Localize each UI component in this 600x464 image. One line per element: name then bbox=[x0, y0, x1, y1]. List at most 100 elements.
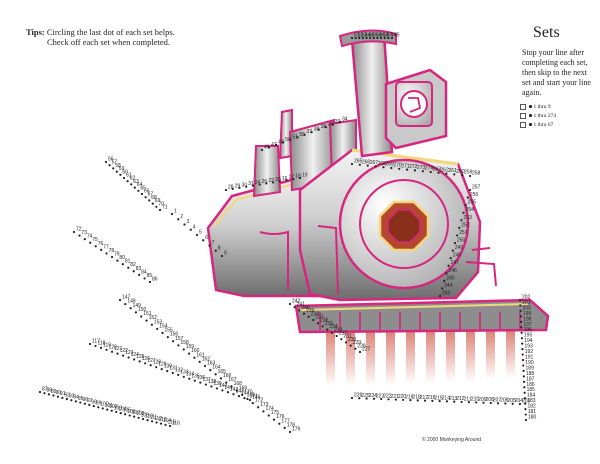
dot-marker[interactable] bbox=[317, 128, 320, 131]
dot-marker[interactable] bbox=[210, 385, 213, 388]
dot-marker[interactable] bbox=[521, 342, 524, 345]
dot-marker[interactable] bbox=[468, 174, 472, 178]
dot-marker[interactable] bbox=[129, 307, 132, 310]
dot-marker[interactable] bbox=[398, 167, 401, 170]
dot-marker[interactable] bbox=[374, 165, 377, 168]
dot-marker[interactable] bbox=[288, 430, 292, 434]
dot-marker[interactable] bbox=[447, 264, 450, 267]
dot-marker[interactable] bbox=[453, 241, 457, 245]
dot-marker[interactable] bbox=[523, 391, 526, 394]
dot-marker[interactable] bbox=[116, 259, 119, 262]
dot-marker[interactable] bbox=[140, 315, 143, 318]
dot-marker[interactable] bbox=[204, 383, 207, 386]
dot-marker[interactable] bbox=[47, 393, 51, 396]
dot-marker[interactable] bbox=[467, 401, 470, 404]
dot-marker[interactable] bbox=[523, 397, 527, 400]
dot-marker[interactable] bbox=[464, 204, 467, 207]
dot-marker[interactable] bbox=[445, 400, 449, 403]
dot-marker[interactable] bbox=[172, 340, 175, 343]
dot-marker[interactable] bbox=[142, 417, 145, 421]
dot-marker[interactable] bbox=[449, 257, 452, 260]
dot-marker[interactable] bbox=[361, 36, 365, 40]
dot-marker[interactable] bbox=[214, 249, 217, 252]
dot-marker[interactable] bbox=[127, 266, 130, 269]
dot-marker[interactable] bbox=[524, 407, 527, 411]
dot-marker[interactable] bbox=[124, 413, 127, 416]
dot-marker[interactable] bbox=[267, 146, 271, 149]
dot-marker[interactable] bbox=[338, 120, 342, 124]
dot-marker[interactable] bbox=[209, 369, 212, 372]
dot-marker[interactable] bbox=[330, 331, 334, 334]
dot-marker[interactable] bbox=[365, 397, 368, 400]
dot-marker[interactable] bbox=[115, 170, 118, 173]
checkbox-icon[interactable] bbox=[520, 121, 526, 128]
dot-marker[interactable] bbox=[372, 36, 375, 40]
dot-marker[interactable] bbox=[219, 377, 223, 380]
dot-marker[interactable] bbox=[119, 173, 122, 176]
dot-marker[interactable] bbox=[202, 239, 205, 242]
dot-marker[interactable] bbox=[278, 180, 281, 183]
dot-marker[interactable] bbox=[265, 182, 268, 185]
dot-marker[interactable] bbox=[519, 315, 522, 318]
dot-marker[interactable] bbox=[248, 398, 252, 402]
dot-marker[interactable] bbox=[349, 344, 352, 347]
dot-marker[interactable] bbox=[137, 189, 140, 192]
dot-marker[interactable] bbox=[83, 402, 86, 405]
dot-marker[interactable] bbox=[38, 390, 42, 394]
dot-marker[interactable] bbox=[150, 323, 153, 326]
dot-marker[interactable] bbox=[520, 331, 523, 334]
dot-marker[interactable] bbox=[382, 166, 385, 169]
dot-marker[interactable] bbox=[405, 168, 409, 171]
dot-marker[interactable] bbox=[198, 360, 201, 363]
dot-marker[interactable] bbox=[148, 280, 152, 284]
dot-marker[interactable] bbox=[138, 273, 141, 276]
dot-marker[interactable] bbox=[193, 356, 196, 359]
set-item[interactable]: 1 thru 67 bbox=[520, 121, 556, 130]
dot-marker[interactable] bbox=[438, 294, 442, 298]
dot-marker[interactable] bbox=[245, 185, 248, 188]
dot-marker[interactable] bbox=[155, 421, 158, 424]
dot-marker[interactable] bbox=[65, 397, 68, 401]
dot-marker[interactable] bbox=[303, 133, 306, 136]
dot-marker[interactable] bbox=[215, 387, 218, 390]
dot-marker[interactable] bbox=[74, 400, 77, 403]
dot-marker[interactable] bbox=[97, 406, 100, 409]
dot-marker[interactable] bbox=[122, 354, 125, 357]
dot-marker[interactable] bbox=[524, 418, 528, 422]
dot-marker[interactable] bbox=[258, 183, 261, 186]
dot-marker[interactable] bbox=[145, 319, 148, 322]
dot-marker[interactable] bbox=[70, 399, 73, 402]
dot-marker[interactable] bbox=[521, 353, 524, 356]
dot-marker[interactable] bbox=[108, 164, 111, 167]
dot-marker[interactable] bbox=[468, 188, 472, 192]
dot-marker[interactable] bbox=[462, 211, 465, 214]
dot-marker[interactable] bbox=[143, 277, 146, 280]
dot-marker[interactable] bbox=[379, 36, 383, 40]
dot-marker[interactable] bbox=[182, 375, 185, 378]
dot-marker[interactable] bbox=[456, 234, 459, 237]
dot-marker[interactable] bbox=[321, 325, 324, 328]
dot-marker[interactable] bbox=[61, 396, 64, 399]
dot-marker[interactable] bbox=[445, 272, 448, 275]
dot-marker[interactable] bbox=[126, 180, 129, 183]
dot-marker[interactable] bbox=[350, 162, 354, 166]
dot-marker[interactable] bbox=[88, 342, 92, 346]
dot-marker[interactable] bbox=[482, 401, 485, 404]
dot-marker[interactable] bbox=[453, 400, 456, 403]
dot-marker[interactable] bbox=[166, 336, 169, 339]
dot-marker[interactable] bbox=[437, 171, 440, 174]
dot-marker[interactable] bbox=[156, 327, 159, 330]
dot-marker[interactable] bbox=[119, 412, 122, 415]
dot-marker[interactable] bbox=[324, 125, 327, 129]
dot-marker[interactable] bbox=[453, 173, 456, 176]
dot-marker[interactable] bbox=[164, 423, 167, 426]
dot-marker[interactable] bbox=[155, 205, 158, 208]
dot-marker[interactable] bbox=[130, 183, 133, 186]
dot-marker[interactable] bbox=[366, 164, 369, 167]
dot-marker[interactable] bbox=[293, 306, 296, 309]
dot-marker[interactable] bbox=[292, 177, 295, 181]
dot-marker[interactable] bbox=[260, 148, 264, 152]
dot-marker[interactable] bbox=[475, 401, 478, 404]
dot-marker[interactable] bbox=[285, 179, 288, 182]
dot-marker[interactable] bbox=[159, 422, 163, 425]
